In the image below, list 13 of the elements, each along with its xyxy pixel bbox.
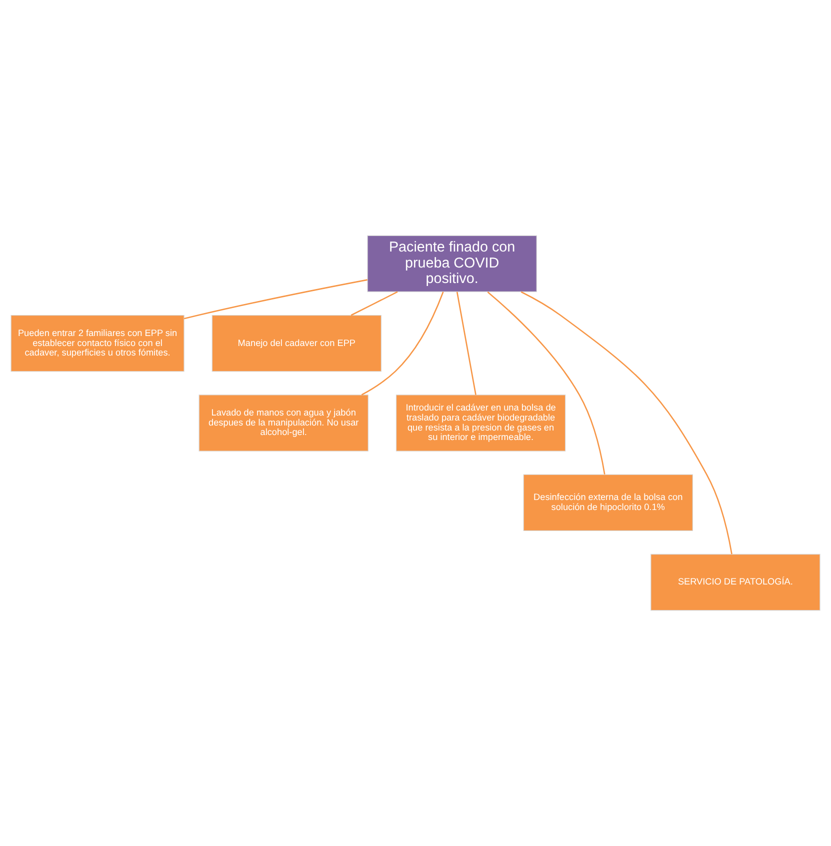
node-box: SERVICIO DE PATOLOGÍA. [650, 554, 820, 611]
connector [487, 291, 606, 474]
node-box: Introducir el cadáver en una bolsa de traslado para cadáver biodegradable que resista a la presion de gases en su interior e impermeable. [396, 394, 566, 452]
node-box: Desinfección externa de la bolsa con solución de hipoclorito 0.1% [523, 474, 693, 532]
node-box: Lavado de manos con agua y jabón despues de la manipulación. No usar alcohol-gel. [198, 394, 368, 452]
node-box: Manejo del cadaver con EPP [212, 314, 382, 372]
connector [361, 292, 444, 396]
connector [350, 291, 398, 316]
node-box: Pueden entrar 2 familiares con EPP sin establecer contacto físico con el cadaver, superficies u otros fómites. [10, 314, 184, 372]
node-box: Paciente finado con prueba COVID positivo. [367, 235, 537, 292]
connector [184, 279, 368, 320]
connector [456, 292, 476, 395]
connector [520, 291, 732, 554]
